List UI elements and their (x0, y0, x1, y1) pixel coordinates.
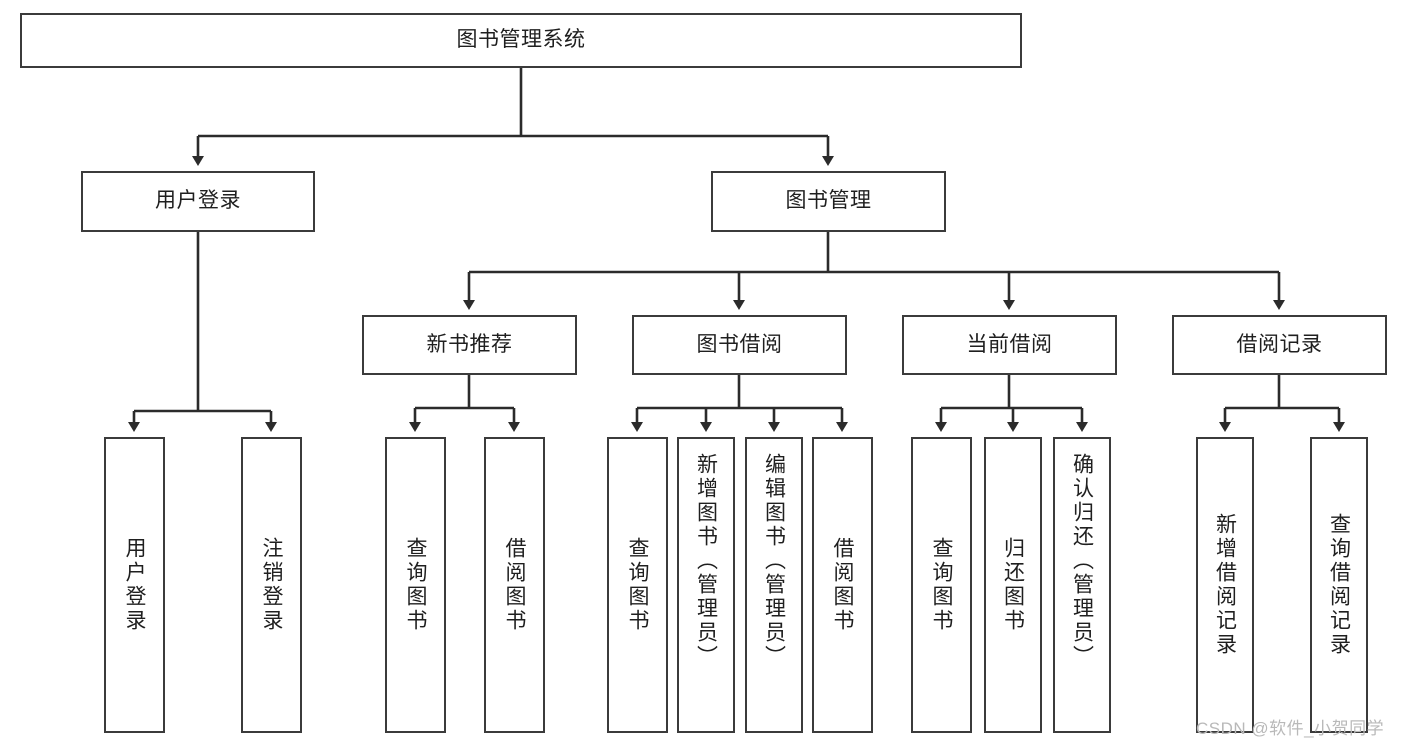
node-leaf-add-book-admin-label: 新增图书（管理员） (694, 453, 718, 669)
node-current-borrow-label: 当前借阅 (966, 332, 1053, 356)
node-leaf-return-book-label: 归还图书 (1001, 537, 1025, 633)
node-root-label: 图书管理系统 (456, 28, 586, 52)
node-leaf-add-book-admin[interactable]: 新增图书（管理员） (677, 437, 735, 733)
node-new-book-recommend[interactable]: 新书推荐 (362, 315, 577, 375)
node-leaf-query-book-current-label: 查询图书 (930, 537, 953, 633)
node-book-borrow-label: 图书借阅 (696, 332, 783, 356)
node-current-borrow[interactable]: 当前借阅 (902, 315, 1117, 375)
node-leaf-query-book-borrow-label: 查询图书 (626, 537, 649, 633)
node-leaf-borrow-book[interactable]: 借阅图书 (812, 437, 873, 733)
node-book-management-label: 图书管理 (785, 189, 872, 213)
node-user-login-label: 用户登录 (155, 189, 241, 213)
node-leaf-user-logout-label: 注销登录 (260, 537, 283, 633)
node-leaf-edit-book-admin[interactable]: 编辑图书（管理员） (745, 437, 803, 733)
node-leaf-add-borrow-record-label: 新增借阅记录 (1213, 513, 1237, 657)
node-leaf-edit-book-admin-label: 编辑图书（管理员） (762, 453, 786, 669)
node-leaf-confirm-return-admin-label: 确认归还（管理员） (1070, 453, 1094, 669)
node-leaf-query-book-borrow[interactable]: 查询图书 (607, 437, 668, 733)
node-leaf-return-book[interactable]: 归还图书 (984, 437, 1042, 733)
node-leaf-user-login[interactable]: 用户登录 (104, 437, 165, 733)
node-book-borrow[interactable]: 图书借阅 (632, 315, 847, 375)
node-borrow-records[interactable]: 借阅记录 (1172, 315, 1387, 375)
node-leaf-query-book-recommend-label: 查询图书 (404, 537, 427, 633)
node-root[interactable]: 图书管理系统 (20, 13, 1022, 68)
node-leaf-add-borrow-record[interactable]: 新增借阅记录 (1196, 437, 1254, 733)
node-leaf-user-logout[interactable]: 注销登录 (241, 437, 302, 733)
node-leaf-query-borrow-record[interactable]: 查询借阅记录 (1310, 437, 1368, 733)
node-new-book-recommend-label: 新书推荐 (426, 332, 513, 356)
node-leaf-query-book-current[interactable]: 查询图书 (911, 437, 972, 733)
node-leaf-confirm-return-admin[interactable]: 确认归还（管理员） (1053, 437, 1111, 733)
node-borrow-records-label: 借阅记录 (1236, 332, 1323, 356)
node-leaf-borrow-book-label: 借阅图书 (831, 537, 854, 633)
node-leaf-user-login-label: 用户登录 (123, 537, 146, 633)
node-leaf-query-borrow-record-label: 查询借阅记录 (1327, 513, 1351, 657)
csdn-watermark: CSDN @软件_小贺同学 (1196, 719, 1385, 738)
node-user-login[interactable]: 用户登录 (81, 171, 315, 232)
node-leaf-borrow-book-recommend-label: 借阅图书 (503, 537, 526, 633)
node-leaf-query-book-recommend[interactable]: 查询图书 (385, 437, 446, 733)
node-book-management[interactable]: 图书管理 (711, 171, 946, 232)
node-leaf-borrow-book-recommend[interactable]: 借阅图书 (484, 437, 545, 733)
